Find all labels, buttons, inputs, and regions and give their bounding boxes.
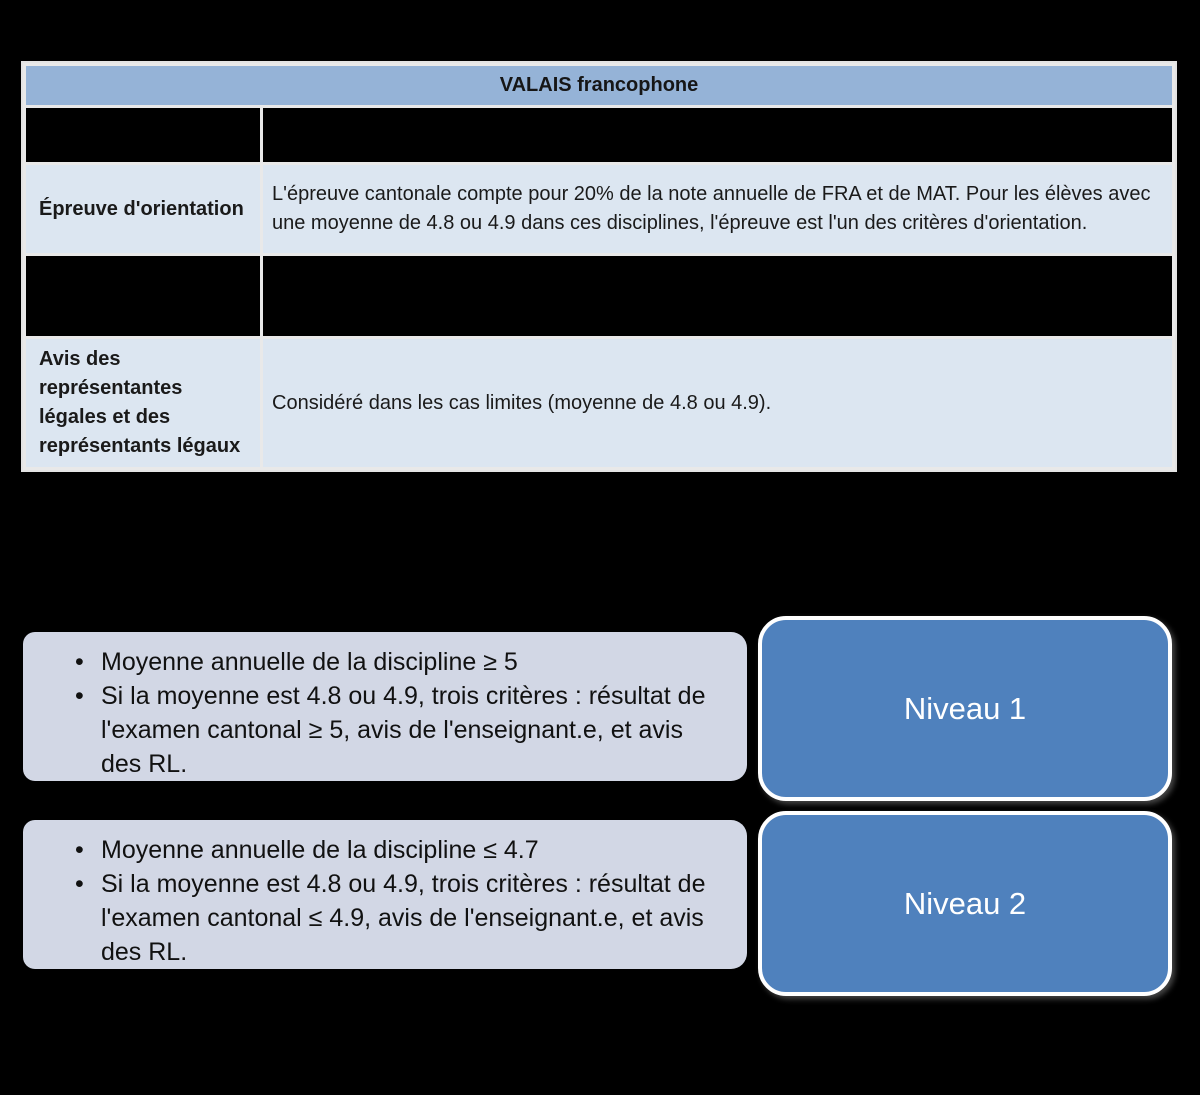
bullet-text: Si la moyenne est 4.8 ou 4.9, trois crit… — [101, 870, 706, 966]
row-label-avis-rl: Avis des représentantes légales et des r… — [23, 336, 263, 470]
table-row-epreuve: Épreuve d'orientation L'épreuve cantonal… — [23, 162, 1175, 256]
bullet-item: • Moyenne annuelle de la discipline ≤ 4.… — [75, 833, 729, 867]
level-box-niveau-1: Niveau 1 — [758, 616, 1172, 801]
redacted-label-cell — [23, 253, 263, 339]
bullet-item: • Moyenne annuelle de la discipline ≥ 5 — [75, 645, 729, 679]
bullet-icon: • — [75, 870, 84, 898]
bullet-icon: • — [75, 836, 84, 864]
table-row-redacted-1 — [23, 105, 1175, 165]
row-content-avis-rl: Considéré dans les cas limites (moyenne … — [260, 336, 1175, 470]
criteria-panel-niveau-1: • Moyenne annuelle de la discipline ≥ 5 … — [23, 632, 747, 781]
redacted-content-cell — [260, 105, 1175, 165]
valais-table: VALAIS francophone Épreuve d'orientation… — [21, 61, 1177, 472]
bullet-icon: • — [75, 682, 84, 710]
bullet-item: • Si la moyenne est 4.8 ou 4.9, trois cr… — [75, 679, 729, 781]
table-title: VALAIS francophone — [23, 63, 1175, 108]
level-box-niveau-2: Niveau 2 — [758, 811, 1172, 996]
redacted-content-cell — [260, 253, 1175, 339]
bullet-icon: • — [75, 648, 84, 676]
level-label: Niveau 2 — [903, 885, 1027, 921]
criteria-panel-niveau-2: • Moyenne annuelle de la discipline ≤ 4.… — [23, 820, 747, 969]
bullet-text: Moyenne annuelle de la discipline ≥ 5 — [101, 648, 518, 676]
table-row-avis-rl: Avis des représentantes légales et des r… — [23, 336, 1175, 470]
redacted-label-cell — [23, 105, 263, 165]
row-label-epreuve: Épreuve d'orientation — [23, 162, 263, 256]
table-row-redacted-2 — [23, 253, 1175, 339]
bullet-item: • Si la moyenne est 4.8 ou 4.9, trois cr… — [75, 867, 729, 969]
bullet-text: Si la moyenne est 4.8 ou 4.9, trois crit… — [101, 682, 706, 778]
level-label: Niveau 1 — [903, 690, 1027, 726]
table-header-row: VALAIS francophone — [23, 63, 1175, 108]
bullet-text: Moyenne annuelle de la discipline ≤ 4.7 — [101, 836, 539, 864]
row-content-epreuve: L'épreuve cantonale compte pour 20% de l… — [260, 162, 1175, 256]
